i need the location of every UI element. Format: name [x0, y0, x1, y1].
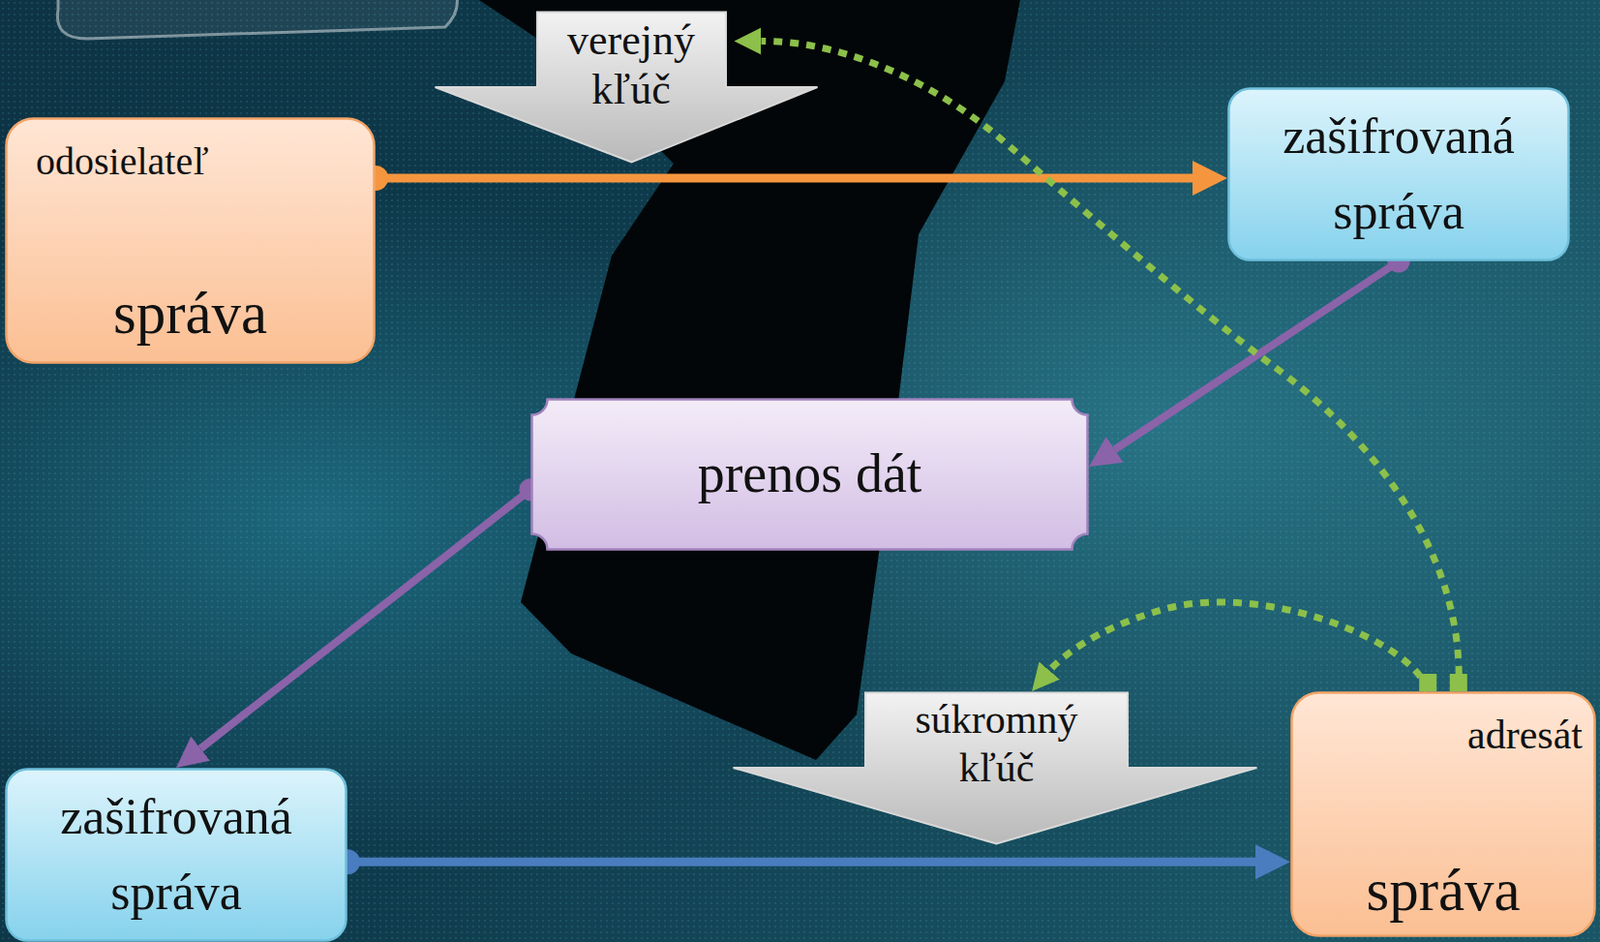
- box-outline: [6, 769, 347, 941]
- padlock-outline: [57, 0, 457, 39]
- box-outline: [532, 399, 1088, 550]
- node-label: zašifrovaná správa: [16, 779, 336, 931]
- arrow-outline: [733, 693, 1258, 845]
- key-arrow: verejný kľúč: [433, 10, 819, 164]
- connector-arrow: [375, 173, 1193, 182]
- box-outline: [1292, 693, 1596, 936]
- box-outline: [1229, 89, 1570, 261]
- node-label: správa: [113, 277, 268, 349]
- connector-arrow: [347, 857, 1256, 867]
- node-label: verejný kľúč: [524, 16, 738, 115]
- node-label: adresát: [1467, 710, 1583, 759]
- connector-start-square: [1418, 673, 1437, 692]
- node-label: zašifrovaná správa: [1238, 98, 1559, 250]
- connector-start-square: [1449, 673, 1468, 692]
- sender-box: odosielateľ správa: [4, 117, 376, 364]
- connector-arrow: [1049, 602, 1428, 692]
- transfer-box: prenos dát: [530, 397, 1089, 551]
- node-label: súkromný kľúč: [880, 694, 1114, 793]
- encrypted-box: zašifrovaná správa: [4, 767, 348, 942]
- node-label: odosielateľ: [35, 138, 209, 185]
- box-outline: [6, 119, 375, 363]
- node-label: správa: [1365, 854, 1520, 926]
- encrypted-box: zašifrovaná správa: [1227, 87, 1570, 262]
- node-label: prenos dát: [697, 441, 923, 507]
- key-arrow: súkromný kľúč: [731, 691, 1259, 846]
- arrow-outline: [435, 12, 818, 163]
- connector-arrow: [200, 489, 531, 749]
- connector-arrow: [1115, 261, 1399, 450]
- recipient-box: adresát správa: [1290, 691, 1597, 937]
